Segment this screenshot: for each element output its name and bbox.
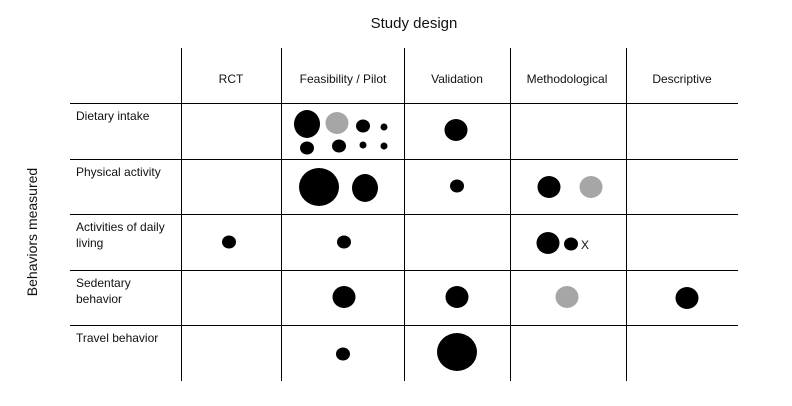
column-headers: RCT Feasibility / Pilot Validation Methodol… xyxy=(219,72,712,86)
column-header-methodological: Methodological xyxy=(527,72,608,86)
marker-black-medium xyxy=(332,286,356,308)
marker-gray-medium xyxy=(555,286,579,308)
column-header-validation: Validation xyxy=(431,72,483,86)
marker-annotation-label: X xyxy=(581,238,589,252)
marker-black-small xyxy=(332,139,346,153)
marker-black-medium xyxy=(537,176,561,198)
marker-black-small xyxy=(336,347,350,361)
marker-black-small xyxy=(300,141,314,155)
row-label-dietary-intake: Dietary intake xyxy=(76,109,150,123)
marker-black-medium xyxy=(536,232,560,254)
y-axis-title: Behaviors measured xyxy=(24,168,40,296)
marker-black-small xyxy=(450,179,464,193)
row-label-physical-activity: Physical activity xyxy=(76,165,161,179)
marker-gray-medium xyxy=(579,176,603,198)
row-label-activities-of-daily-living: Activities of daily xyxy=(76,220,165,234)
matrix-title: Study design xyxy=(371,15,458,32)
grid-lines xyxy=(70,48,738,381)
marker-black-small xyxy=(564,237,578,251)
marker-black-small xyxy=(222,235,236,249)
marker-black-xlarge xyxy=(299,168,339,206)
marker-black-large xyxy=(352,174,378,202)
marker-black-small xyxy=(356,119,370,133)
marker-black-medium xyxy=(675,287,699,309)
row-label-sedentary-behavior: Sedentary xyxy=(76,276,131,290)
column-header-feasibility-pilot: Feasibility / Pilot xyxy=(300,72,387,86)
marker-black-tiny xyxy=(359,141,367,149)
marker-black-large xyxy=(294,110,320,138)
marker-black-tiny xyxy=(380,142,388,150)
marker-black-xlarge xyxy=(437,333,477,371)
markers: X xyxy=(222,110,699,371)
marker-black-medium xyxy=(445,286,469,308)
column-header-descriptive: Descriptive xyxy=(652,72,712,86)
marker-gray-medium xyxy=(325,112,349,134)
row-label-travel-behavior: Travel behavior xyxy=(76,331,158,345)
marker-black-medium xyxy=(444,119,468,141)
marker-black-tiny xyxy=(380,123,388,131)
column-header-rct: RCT xyxy=(219,72,244,86)
marker-black-small xyxy=(337,235,351,249)
row-label-activities-of-daily-living: living xyxy=(76,236,103,250)
row-label-sedentary-behavior: behavior xyxy=(76,292,122,306)
